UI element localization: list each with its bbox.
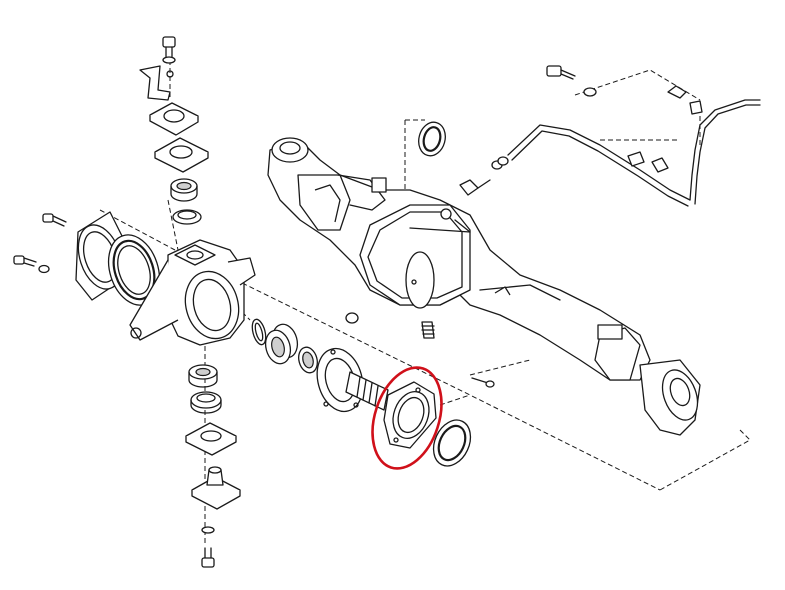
kingpin-upper-cap <box>149 102 199 136</box>
differential-cover <box>359 204 471 309</box>
spindle <box>316 347 389 413</box>
axle-housing-end-right <box>639 359 701 436</box>
kingpin-lower-bearing <box>188 364 218 388</box>
spindle-seal-retainer <box>383 381 437 449</box>
wheel-bearing-inner <box>298 346 318 374</box>
kingpin-lower-bolt <box>201 526 215 568</box>
axle-shaft-seal <box>432 419 472 467</box>
breather-fitting <box>459 65 703 196</box>
knuckle-spacer-ring <box>251 318 267 346</box>
knuckle-oil-seal <box>107 234 161 306</box>
highlight-circle <box>371 366 443 470</box>
kingpin-lower-seal <box>190 391 222 414</box>
steering-knuckle <box>129 239 256 346</box>
kingpin-upper-bearing <box>170 178 198 202</box>
pinion-seal <box>418 121 446 157</box>
kingpin-upper-seal <box>172 209 202 225</box>
drain-plug <box>345 312 435 339</box>
breather-hose <box>491 99 761 207</box>
retainer-small-bolt <box>471 377 495 388</box>
kingpin-upper-bracket <box>139 65 174 101</box>
kingpin-upper-bolt <box>162 36 176 64</box>
wheel-bearing-outer <box>264 323 299 365</box>
kingpin-lower-shim <box>185 422 237 456</box>
knuckle-flange-bolt <box>13 213 67 274</box>
brake-line <box>440 208 471 233</box>
kingpin-upper-shim <box>154 137 209 173</box>
kingpin-lower-cap <box>191 466 241 510</box>
